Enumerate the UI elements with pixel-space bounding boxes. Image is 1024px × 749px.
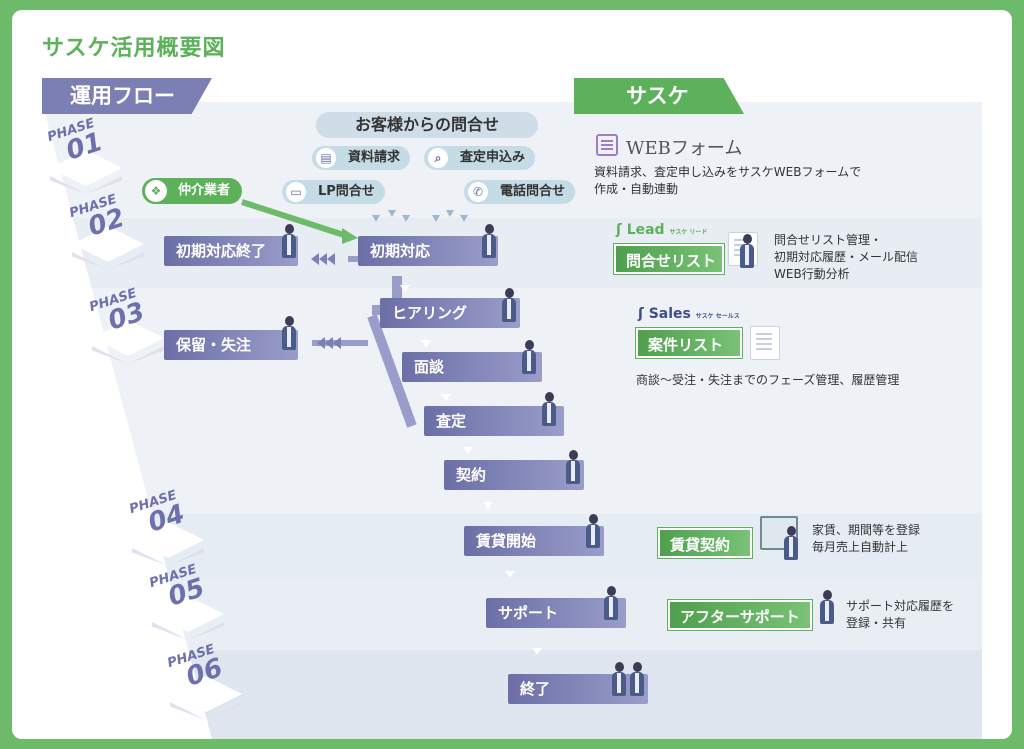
flow-end: 終了 (508, 674, 648, 704)
flow-initial: 初期対応 (358, 236, 498, 266)
staff-figure (630, 662, 644, 696)
sales-logo-sub: サスケ セールス (695, 313, 740, 320)
broker-badge: ❖ 仲介業者 (142, 178, 243, 204)
desc-line: 家賃、期間等を登録 (812, 523, 921, 537)
sasuke-s-icon: ʃ (638, 306, 644, 322)
after-desc: サポート対応履歴を 登録・共有 (846, 598, 954, 632)
inquiry-label: 資料請求 (348, 150, 401, 165)
desc-line: WEB行動分析 (774, 267, 850, 281)
staff-figure (566, 450, 580, 484)
desc-line: 資料請求、査定申し込みをサスケWEBフォームで (594, 165, 862, 179)
desc-line: サポート対応履歴を (846, 599, 955, 613)
staff-figure (502, 288, 516, 322)
desc-line: 作成・自動連動 (594, 182, 679, 196)
deal-list-box: 案件リスト (635, 327, 743, 359)
flow-hold: 保留・失注 (164, 330, 298, 360)
after-support-box: アフターサポート (667, 599, 813, 631)
inquiry-header: お客様からの問合せ (316, 112, 538, 138)
desc-line: 問合せリスト管理・ (774, 233, 883, 247)
handshake-icon: ❖ (145, 180, 167, 202)
lease-desc: 家賃、期間等を登録 毎月売上自動計上 (812, 522, 920, 556)
sales-logo-text: Sales (648, 306, 691, 322)
flow-hearing: ヒアリング (380, 298, 520, 328)
flow-initial-end: 初期対応終了 (164, 236, 298, 266)
flow-contract: 契約 (444, 460, 584, 490)
flow-interview: 面談 (402, 352, 542, 382)
staff-figure (612, 662, 626, 696)
staff-figure (482, 224, 496, 258)
inquiry-assessment-request: ⌕ 査定申込み (424, 146, 536, 170)
desc-line: 登録・共有 (846, 616, 907, 630)
desc-line: 毎月売上自動計上 (812, 540, 909, 554)
lead-logo: ʃ Lead サスケ リード (616, 222, 707, 238)
broker-label: 仲介業者 (178, 183, 231, 198)
document-icon: ▤ (316, 148, 336, 168)
header-sasuke: サスケ (574, 78, 744, 114)
phone-icon: ✆ (468, 182, 488, 202)
sales-logo: ʃ Sales サスケ セールス (638, 306, 740, 322)
sales-desc: 商談〜受注・失注までのフェーズ管理、履歴管理 (636, 373, 900, 387)
sasuke-s-icon: ʃ (616, 222, 622, 238)
inquiry-document-request: ▤ 資料請求 (312, 146, 411, 170)
left-wedge (12, 102, 1012, 739)
staff-figure (740, 234, 754, 268)
laptop-icon: ▭ (286, 182, 306, 202)
webform-icon (596, 134, 618, 156)
magnifier-icon: ⌕ (428, 148, 448, 168)
webform-desc: 資料請求、査定申し込みをサスケWEBフォームで 作成・自動連動 (594, 164, 861, 198)
staff-figure (820, 590, 834, 624)
inquiry-label: LP問合せ (318, 184, 375, 199)
inquiry-label: 電話問合せ (500, 184, 566, 199)
desc-line: 初期対応履歴・メール配信 (774, 250, 919, 264)
lead-logo-sub: サスケ リード (669, 229, 708, 236)
inquiry-label: 査定申込み (460, 150, 526, 165)
staff-figure (542, 392, 556, 426)
lead-desc: 問合せリスト管理・ 初期対応履歴・メール配信 WEB行動分析 (774, 232, 918, 283)
page-title: サスケ活用概要図 (42, 36, 226, 61)
header-operation-flow: 運用フロー (42, 78, 212, 114)
webform-title: WEBフォーム (626, 138, 743, 159)
list-document-icon (750, 326, 780, 360)
inquiry-list-box: 問合せリスト (613, 243, 725, 275)
staff-figure (604, 586, 618, 620)
flow-lease-start: 賃貸開始 (464, 526, 604, 556)
staff-figure (282, 316, 296, 350)
staff-figure (784, 526, 798, 560)
inquiry-lp: ▭ LP問合せ (282, 180, 385, 204)
inquiry-phone: ✆ 電話問合せ (464, 180, 576, 204)
staff-figure (522, 340, 536, 374)
staff-figure (586, 514, 600, 548)
lead-logo-text: Lead (626, 222, 665, 238)
flow-support: サポート (486, 598, 626, 628)
staff-figure (282, 224, 296, 258)
flow-assessment: 査定 (424, 406, 564, 436)
lease-contract-box: 賃貸契約 (657, 527, 753, 559)
